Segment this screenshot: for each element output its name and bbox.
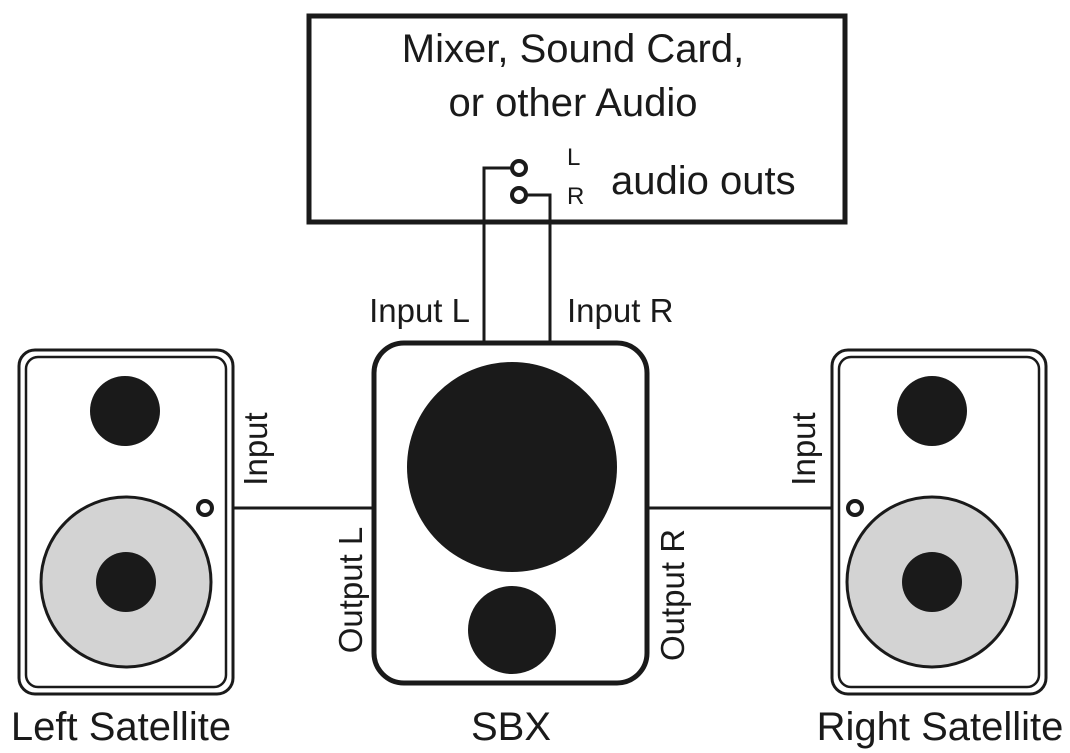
left-satellite-input-label: Input — [237, 412, 274, 485]
mixer-device: Mixer, Sound Card, or other Audio L R au… — [306, 13, 848, 225]
left-satellite-speaker: Input Left Satellite — [11, 348, 274, 749]
sbx-output-l-label: Output L — [332, 527, 369, 654]
mixer-box — [306, 13, 848, 225]
right-satellite-speaker: Input Right Satellite — [785, 348, 1064, 749]
mixer-title-line1: Mixer, Sound Card, — [402, 27, 744, 71]
sbx-speaker: Input L Input R Output L Output R SBX — [332, 292, 691, 749]
right-satellite-label: Right Satellite — [817, 705, 1064, 749]
left-satellite-tweeter — [90, 376, 160, 446]
left-satellite-label: Left Satellite — [11, 705, 231, 749]
right-satellite-input-label: Input — [785, 412, 822, 485]
cable-input-l — [482, 166, 512, 346]
mixer-jack-label-r: R — [567, 183, 584, 210]
right-satellite-tweeter — [897, 376, 967, 446]
mixer-jack-label-l: L — [567, 144, 580, 171]
mixer-outs-label: audio outs — [611, 159, 796, 203]
left-satellite-woofer-center — [96, 552, 156, 612]
cable-input-r — [526, 193, 552, 346]
right-satellite-woofer-center — [902, 552, 962, 612]
sbx-output-r-label: Output R — [654, 529, 691, 661]
sbx-input-r-label: Input R — [567, 292, 673, 329]
mixer-title-line2: or other Audio — [448, 81, 697, 125]
sbx-input-l-label: Input L — [369, 292, 470, 329]
sbx-woofer — [407, 362, 617, 572]
mixer-out-l-jack — [510, 159, 528, 177]
mixer-out-r-jack — [510, 186, 528, 204]
right-satellite-input-jack — [846, 499, 864, 517]
cables — [212, 166, 850, 510]
sbx-label: SBX — [471, 705, 551, 749]
left-satellite-input-jack — [196, 499, 214, 517]
sbx-port — [468, 586, 556, 674]
